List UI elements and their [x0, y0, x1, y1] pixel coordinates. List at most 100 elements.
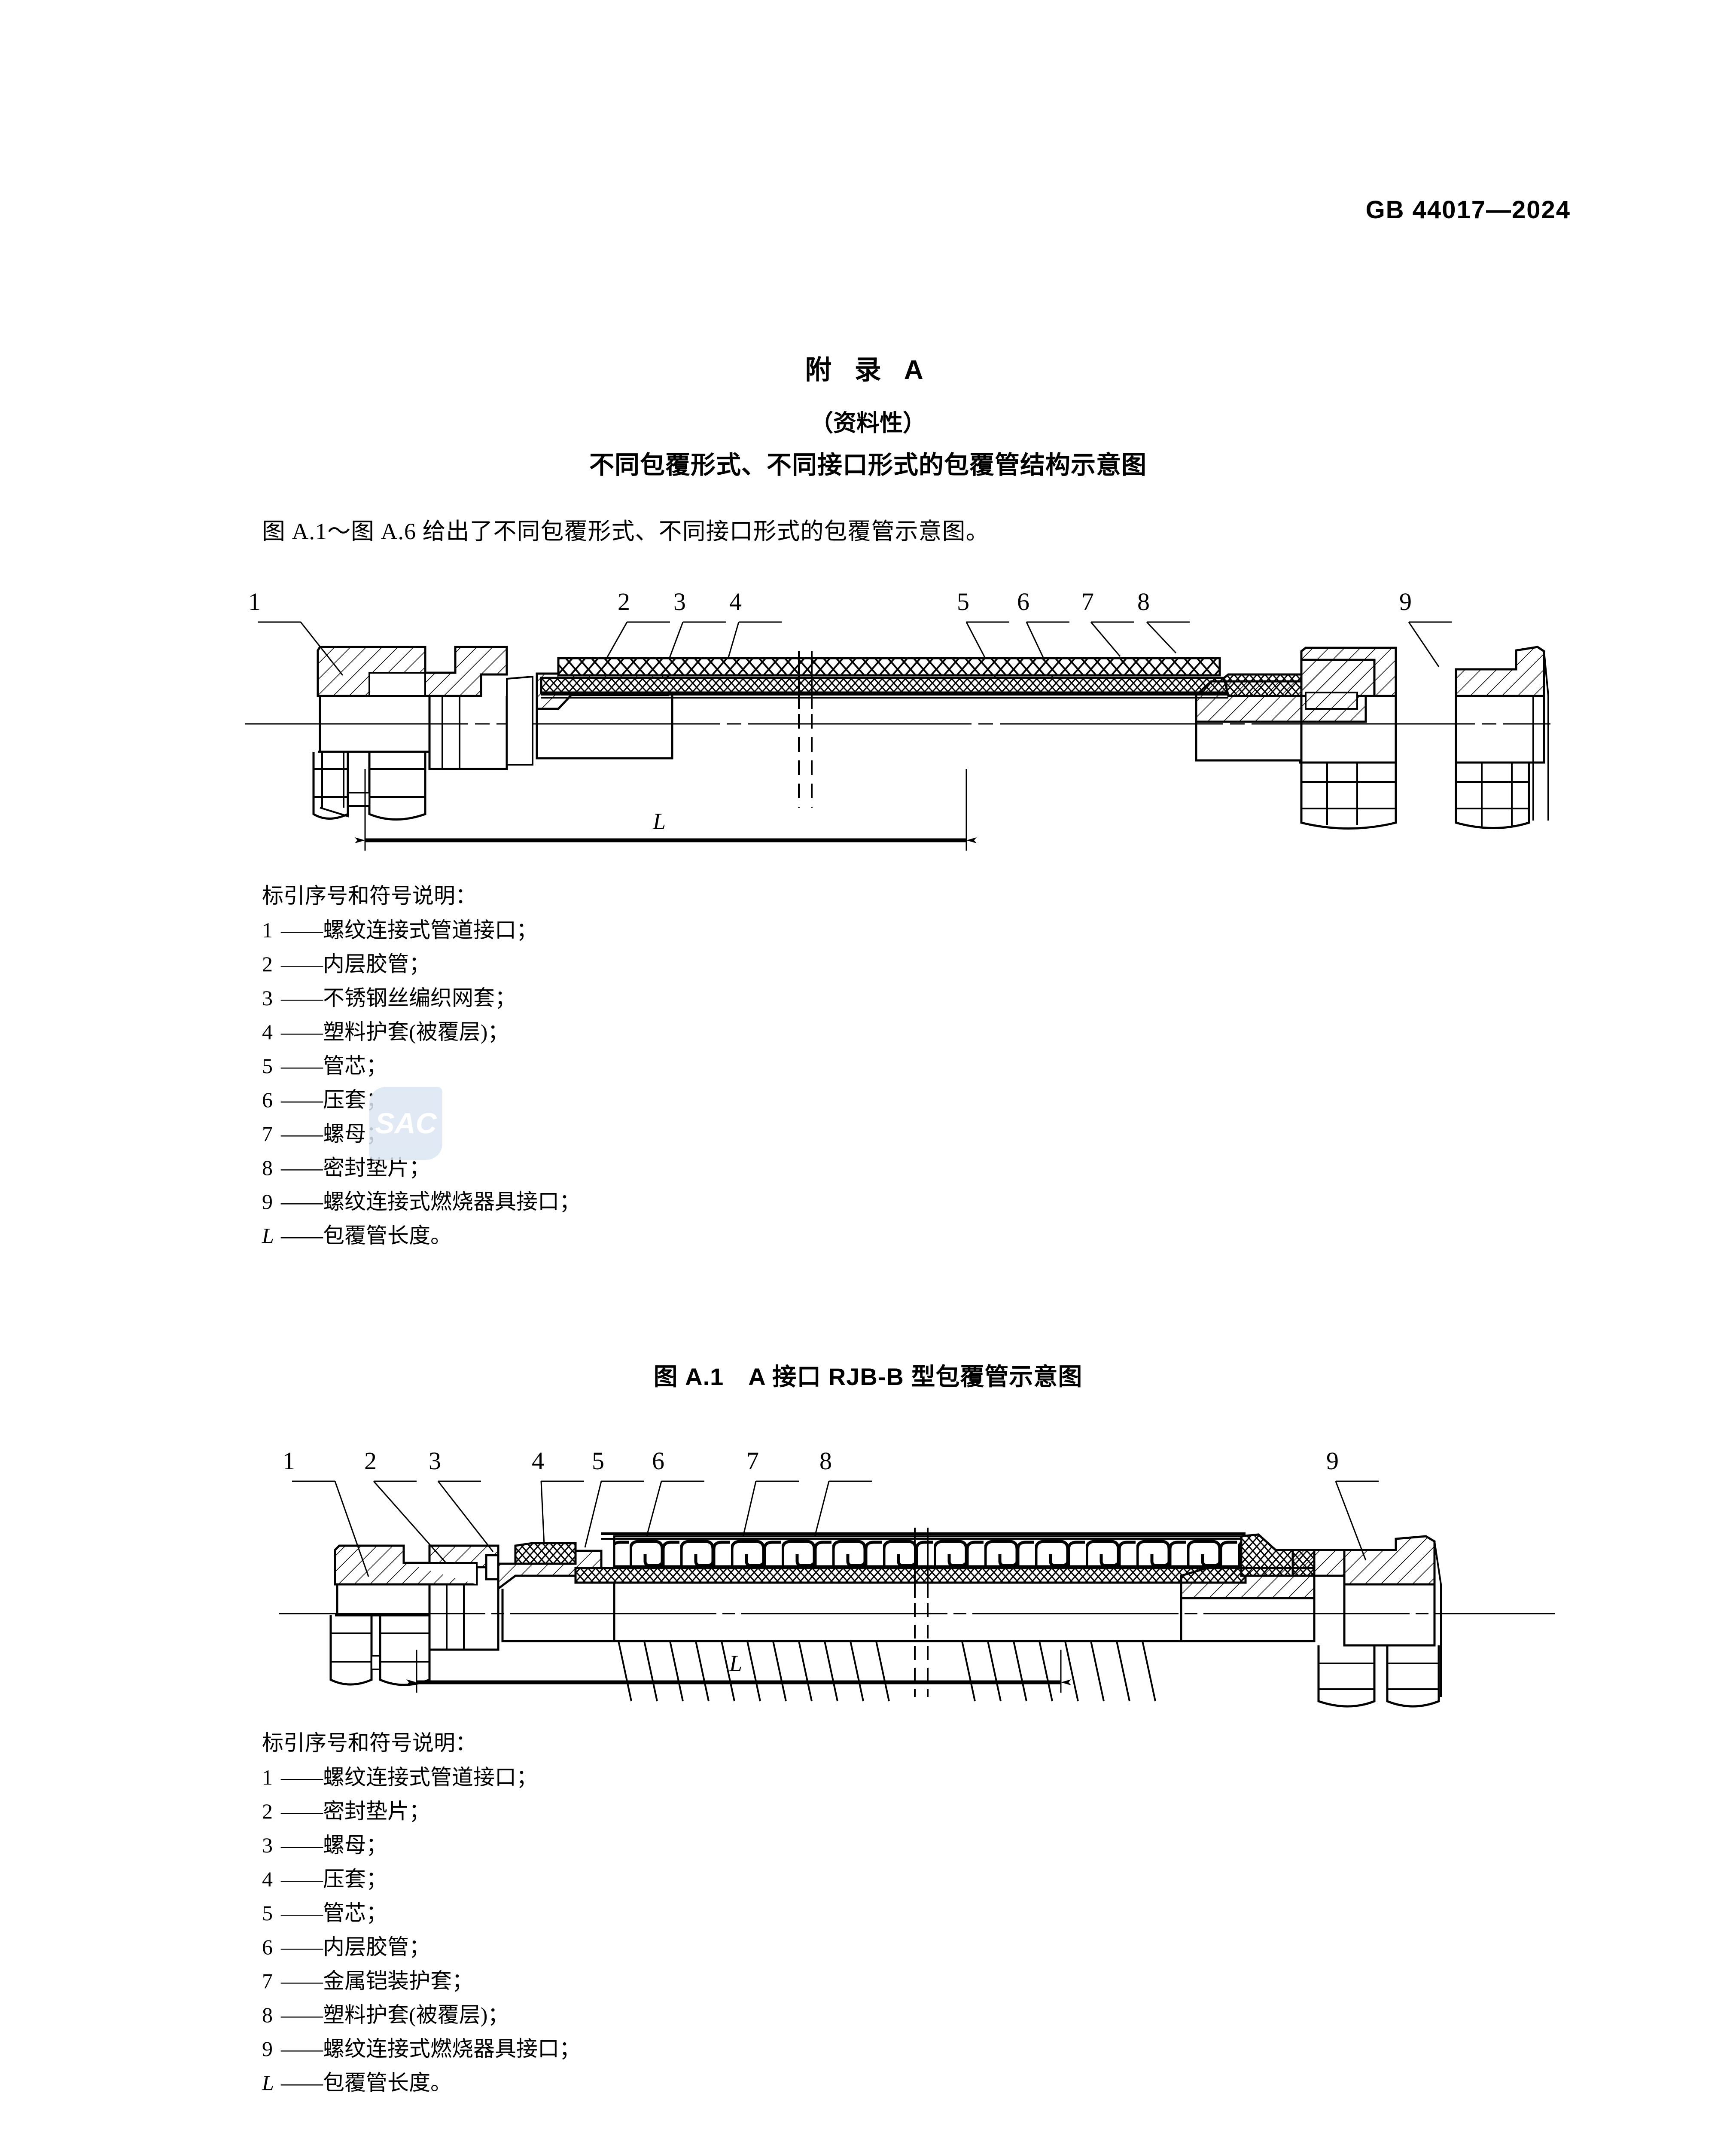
- callout-8: 8: [819, 1447, 832, 1475]
- legend-item: 2 —— 密封垫片；: [262, 1800, 581, 1822]
- legend-key: L: [262, 2071, 274, 2095]
- legend-key: 3: [262, 1833, 273, 1857]
- callout-6: 6: [1017, 588, 1029, 616]
- callout-3: 3: [429, 1447, 441, 1475]
- legend-dash: ——: [281, 1833, 323, 1857]
- callout-9: 9: [1326, 1447, 1339, 1475]
- legend-text: 内层胶管；: [323, 1935, 430, 1959]
- legend-text: 压套；: [323, 1088, 387, 1112]
- callout-6: 6: [652, 1447, 664, 1475]
- legend-dash: ——: [281, 1020, 323, 1044]
- figure-a2-legend: 标引序号和符号说明： 1 —— 螺纹连接式管道接口； 2 —— 密封垫片； 3 …: [262, 1732, 581, 2106]
- legend-text: 密封垫片；: [323, 1156, 430, 1180]
- legend-item: 6 —— 压套；: [262, 1089, 581, 1111]
- legend-key: 8: [262, 2003, 273, 2027]
- callout-7: 7: [1081, 588, 1094, 616]
- legend-item: L —— 包覆管长度。: [262, 1225, 581, 1246]
- legend-item: 6 —— 内层胶管；: [262, 1936, 581, 1958]
- legend-item: 2 —— 内层胶管；: [262, 953, 581, 975]
- legend-heading: 标引序号和符号说明：: [262, 1731, 477, 1755]
- legend-text: 塑料护套(被覆层)；: [323, 2003, 509, 2027]
- legend-item: 8 —— 密封垫片；: [262, 1157, 581, 1178]
- legend-dash: ——: [281, 1765, 323, 1789]
- legend-text: 内层胶管；: [323, 952, 430, 976]
- callout-4: 4: [729, 588, 742, 616]
- legend-key: 6: [262, 1088, 273, 1112]
- legend-dash: ——: [281, 986, 323, 1010]
- legend-key: 8: [262, 1156, 273, 1180]
- annex-label: 附 录 A: [805, 355, 931, 385]
- callout-9: 9: [1399, 588, 1412, 616]
- legend-key: 3: [262, 986, 273, 1010]
- legend-dash: ——: [281, 1190, 323, 1214]
- figure-a1-caption: 图 A.1 A 接口 RJB-B 型包覆管示意图: [653, 1363, 1083, 1390]
- legend-text: 螺母；: [323, 1122, 387, 1146]
- legend-dash: ——: [281, 1054, 323, 1078]
- legend-key: 1: [262, 1765, 273, 1789]
- legend-key: 5: [262, 1054, 273, 1078]
- callout-2: 2: [364, 1447, 377, 1475]
- legend-dash: ——: [281, 2037, 323, 2061]
- dimension-label-L: L: [652, 809, 666, 834]
- legend-dash: ——: [281, 952, 323, 976]
- legend-item: 3 —— 不锈钢丝编织网套；: [262, 987, 581, 1009]
- legend-text: 螺纹连接式燃烧器具接口；: [323, 2037, 581, 2061]
- legend-text: 压套；: [323, 1867, 387, 1891]
- figure-a1-legend: 标引序号和符号说明： 1 —— 螺纹连接式管道接口； 2 —— 内层胶管； 3 …: [262, 885, 581, 1259]
- annex-title: 不同包覆形式、不同接口形式的包覆管结构示意图: [589, 451, 1147, 479]
- legend-item: 1 —— 螺纹连接式管道接口；: [262, 1767, 581, 1788]
- legend-key: L: [262, 1224, 274, 1248]
- legend-key: 7: [262, 1122, 273, 1146]
- figure-a1-drawing: 1 2 3 4 5 6 7 8 9: [241, 567, 1555, 868]
- callout-8: 8: [1137, 588, 1150, 616]
- legend-item: 1 —— 螺纹连接式管道接口；: [262, 919, 581, 941]
- legend-key: 9: [262, 1190, 273, 1214]
- legend-key: 4: [262, 1867, 273, 1891]
- legend-heading: 标引序号和符号说明：: [262, 884, 477, 908]
- legend-item: 9 —— 螺纹连接式燃烧器具接口；: [262, 2038, 581, 2060]
- callout-7: 7: [746, 1447, 759, 1475]
- legend-text: 不锈钢丝编织网套；: [323, 986, 516, 1010]
- legend-item: 4 —— 塑料护套(被覆层)；: [262, 1021, 581, 1043]
- legend-text: 螺母；: [323, 1833, 387, 1857]
- legend-item: L —— 包覆管长度。: [262, 2072, 581, 2093]
- legend-key: 2: [262, 1799, 273, 1823]
- legend-text: 包覆管长度。: [323, 1224, 452, 1248]
- legend-dash: ——: [281, 1901, 323, 1925]
- callout-5: 5: [592, 1447, 604, 1475]
- annex-kind: （资料性）: [810, 410, 926, 436]
- legend-item: 5 —— 管芯；: [262, 1055, 581, 1077]
- legend-dash: ——: [281, 918, 323, 942]
- legend-key: 6: [262, 1935, 273, 1959]
- callout-4: 4: [532, 1447, 544, 1475]
- figure-a2-drawing: 1 2 3 4 5 6 7 8 9: [275, 1426, 1559, 1710]
- legend-dash: ——: [281, 1088, 323, 1112]
- legend-key: 9: [262, 2037, 273, 2061]
- legend-text: 包覆管长度。: [323, 2071, 452, 2095]
- legend-dash: ——: [281, 1156, 323, 1180]
- intro-paragraph: 图 A.1～图 A.6 给出了不同包覆形式、不同接口形式的包覆管示意图。: [262, 519, 990, 544]
- callout-3: 3: [673, 588, 686, 616]
- legend-dash: ——: [281, 1799, 323, 1823]
- legend-item: 4 —— 压套；: [262, 1868, 581, 1890]
- legend-key: 7: [262, 1969, 273, 1993]
- legend-key: 1: [262, 918, 273, 942]
- standard-number-header: GB 44017—2024: [1365, 196, 1571, 224]
- legend-text: 管芯；: [323, 1901, 387, 1925]
- legend-dash: ——: [281, 1122, 323, 1146]
- legend-dash: ——: [281, 2003, 323, 2027]
- legend-text: 塑料护套(被覆层)；: [323, 1020, 509, 1044]
- legend-text: 螺纹连接式管道接口；: [323, 918, 538, 942]
- callout-5: 5: [957, 588, 969, 616]
- legend-item: 9 —— 螺纹连接式燃烧器具接口；: [262, 1191, 581, 1212]
- legend-item: 7 —— 螺母；: [262, 1123, 581, 1144]
- callout-1: 1: [248, 588, 261, 616]
- legend-key: 2: [262, 952, 273, 976]
- legend-text: 管芯；: [323, 1054, 387, 1078]
- legend-dash: ——: [281, 1935, 323, 1959]
- legend-text: 螺纹连接式燃烧器具接口；: [323, 1190, 581, 1214]
- dimension-label-L: L: [729, 1651, 742, 1676]
- callout-1: 1: [283, 1447, 295, 1475]
- callout-2: 2: [618, 588, 630, 616]
